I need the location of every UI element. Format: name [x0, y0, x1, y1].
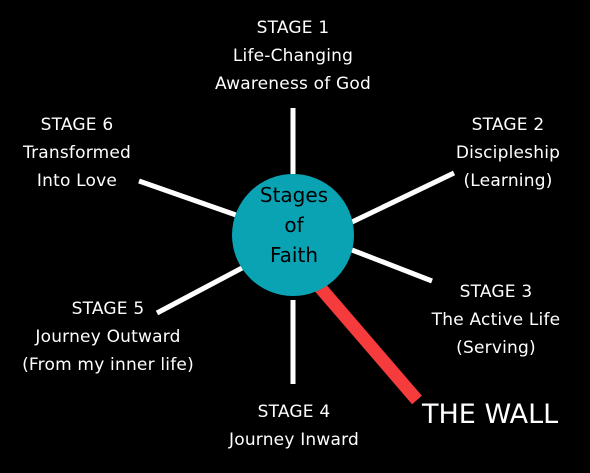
spoke-stage-6 [138, 178, 237, 218]
stage-4-line-1: Journey Inward [229, 430, 359, 450]
stage-3-line-2: (Serving) [456, 338, 536, 358]
stage-5-line-2: (From my inner life) [22, 355, 194, 375]
stage-1-line-1: Life-Changing [232, 46, 354, 66]
stage-6-line-2: Into Love [36, 171, 118, 191]
wall-label: THE WALL [422, 399, 559, 430]
spoke-stage-3 [351, 247, 433, 284]
wall-spoke [313, 280, 422, 405]
hub-label-line-1: Stages [259, 183, 329, 207]
stage-6-line-1: Transformed [22, 143, 131, 163]
stage-5-line-1: Journey Outward [35, 327, 181, 347]
stage-5-title: STAGE 5 [71, 299, 145, 319]
spoke-stage-5 [155, 265, 244, 316]
hub-label: Stages of Faith [232, 180, 356, 270]
hub-label-line-3: Faith [270, 243, 318, 267]
stage-4-label: STAGE 4 Journey Inward [208, 398, 380, 454]
stage-6-title: STAGE 6 [40, 115, 114, 135]
stage-2-line-2: (Learning) [463, 171, 553, 191]
stage-6-label: STAGE 6 Transformed Into Love [12, 111, 142, 195]
stage-5-label: STAGE 5 Journey Outward (From my inner l… [10, 295, 206, 379]
stage-1-label: STAGE 1 Life-Changing Awareness of God [188, 14, 398, 98]
stage-3-title: STAGE 3 [459, 282, 533, 302]
stage-2-title: STAGE 2 [471, 115, 545, 135]
hub-label-line-2: of [284, 213, 304, 237]
stage-2-line-1: Discipleship [455, 143, 561, 163]
stage-2-label: STAGE 2 Discipleship (Learning) [438, 111, 578, 195]
stage-3-label: STAGE 3 The Active Life (Serving) [420, 278, 572, 362]
stage-1-line-2: Awareness of God [214, 74, 372, 94]
spoke-stage-2 [350, 170, 456, 225]
stage-1-title: STAGE 1 [256, 18, 330, 38]
stage-4-title: STAGE 4 [257, 402, 331, 422]
stage-3-line-1: The Active Life [431, 310, 561, 330]
hub-circle [232, 174, 354, 296]
